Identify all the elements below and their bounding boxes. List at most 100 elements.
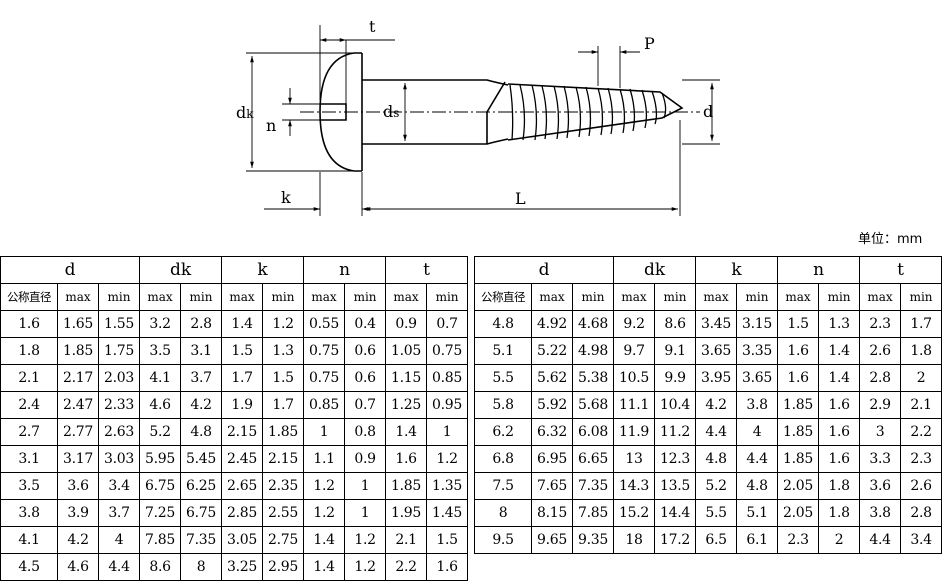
table-cell: 5.8 [474, 391, 532, 419]
table-cell: 2.05 [777, 472, 820, 500]
header-max: max [613, 283, 656, 311]
table-cell: 5.38 [571, 364, 615, 392]
table-cell: 7.85 [139, 526, 182, 554]
table-cell: 1.15 [385, 364, 428, 392]
header-min: min [736, 283, 779, 311]
table-cell: 1.7 [221, 364, 264, 392]
table-cell: 2.75 [262, 526, 305, 554]
table-cell: 7.85 [571, 499, 615, 527]
table-cell: 2.15 [262, 445, 305, 473]
table-cell: 3.03 [97, 445, 141, 473]
header-min: min [344, 283, 387, 311]
table-cell: 6.8 [474, 445, 532, 473]
table-cell: 5.68 [571, 391, 615, 419]
header-min: min [97, 283, 141, 311]
header-nominal: 公称直径 [0, 283, 58, 311]
table-cell: 11.1 [613, 391, 656, 419]
table-cell: 1.45 [426, 499, 469, 527]
label-n: n [266, 116, 276, 135]
table-cell: 4.1 [139, 364, 182, 392]
table-cell: 6.5 [695, 526, 738, 554]
table-cell: 1.1 [303, 445, 346, 473]
table-cell: 5.1 [474, 337, 532, 365]
table-cell: 3.95 [695, 364, 738, 392]
table-cell: 6.1 [736, 526, 779, 554]
table-cell: 4.4 [859, 526, 902, 554]
table-cell: 0.75 [426, 337, 469, 365]
table-cell: 7.35 [571, 472, 615, 500]
table-cell: 5.2 [695, 472, 738, 500]
table-cell: 3.9 [57, 499, 99, 527]
table-cell: 1 [426, 418, 469, 446]
table-cell: 5.5 [695, 499, 738, 527]
table-cell: 1.9 [221, 391, 264, 419]
table-cell: 1.4 [303, 553, 346, 581]
label-k: k [281, 188, 291, 207]
table-cell: 1.8 [900, 337, 942, 365]
table-cell: 4.4 [736, 445, 779, 473]
unit-label: 单位：mm [858, 232, 923, 247]
table-cell: 3 [859, 418, 902, 446]
table-cell: 1.7 [900, 310, 942, 338]
table-cell: 14.4 [654, 499, 697, 527]
table-cell: 1.05 [385, 337, 428, 365]
header-min: min [654, 283, 697, 311]
table-cell: 4.2 [180, 391, 223, 419]
table-cell: 2.8 [859, 364, 902, 392]
table-cell: 6.32 [531, 418, 573, 446]
table-cell: 6.95 [531, 445, 573, 473]
table-cell: 1.85 [262, 418, 305, 446]
table-cell: 2.3 [859, 310, 902, 338]
table-cell: 1.2 [303, 472, 346, 500]
table-cell: 3.8 [859, 499, 902, 527]
table-cell: 3.8 [0, 499, 58, 527]
table-cell: 1.2 [344, 526, 387, 554]
table-cell: 3.4 [900, 526, 942, 554]
table-cell: 1.6 [0, 310, 58, 338]
table-cell: 5.45 [180, 445, 223, 473]
table-cell: 0.9 [344, 445, 387, 473]
table-cell: 11.2 [654, 418, 697, 446]
table-cell: 1.85 [385, 472, 428, 500]
table-cell: 5.92 [531, 391, 573, 419]
header-min: min [262, 283, 305, 311]
table-cell: 2.7 [0, 418, 58, 446]
table-cell: 1 [344, 472, 387, 500]
table-cell: 1.7 [262, 391, 305, 419]
header-max: max [695, 283, 738, 311]
table-cell: 3.7 [97, 499, 141, 527]
table-cell: 0.85 [426, 364, 469, 392]
table-cell: 4.6 [139, 391, 182, 419]
table-cell: 18 [613, 526, 656, 554]
table-cell: 4.2 [57, 526, 99, 554]
header-n: n [303, 256, 387, 284]
table-cell: 2.1 [900, 391, 942, 419]
table-cell: 0.7 [426, 310, 469, 338]
header-min: min [818, 283, 861, 311]
table-cell: 2.2 [385, 553, 428, 581]
table-cell: 1.85 [777, 445, 820, 473]
table-cell: 6.08 [571, 418, 615, 446]
table-cell: 0.8 [344, 418, 387, 446]
table-cell: 4.1 [0, 526, 58, 554]
table-cell: 1.75 [97, 337, 141, 365]
table-cell: 1.6 [426, 553, 469, 581]
table-cell: 2.85 [221, 499, 264, 527]
table-cell: 8 [474, 499, 532, 527]
header-max: max [859, 283, 902, 311]
table-cell: 0.9 [385, 310, 428, 338]
header-d: d [473, 256, 615, 284]
table-cell: 8.6 [654, 310, 697, 338]
table-cell: 4.4 [695, 418, 738, 446]
table-cell: 0.85 [303, 391, 346, 419]
table-cell: 1.5 [777, 310, 820, 338]
table-cell: 2.1 [0, 364, 58, 392]
table-cell: 3.3 [859, 445, 902, 473]
table-cell: 11.9 [613, 418, 656, 446]
